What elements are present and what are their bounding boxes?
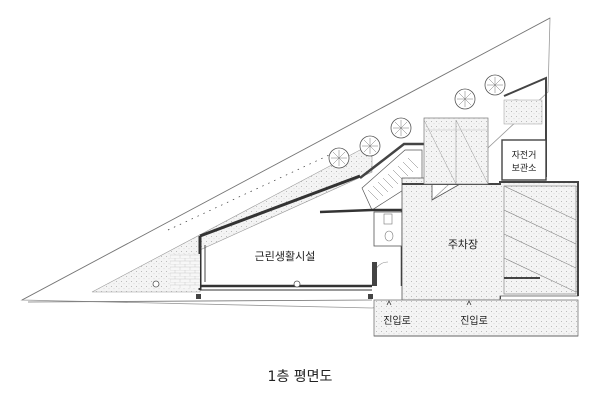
restroom (373, 211, 403, 277)
brick-paving (170, 254, 200, 288)
bike-storage (501, 76, 547, 181)
tree (484, 74, 506, 96)
tree (390, 117, 412, 139)
entrance-label: 진입로 (383, 314, 411, 327)
retail-label: 근린생활시설 (255, 249, 316, 263)
tree (328, 147, 350, 169)
bike-storage-label-line2: 보관소 (512, 163, 537, 174)
tree (454, 88, 476, 110)
entrance-label: 진입로 (460, 314, 488, 327)
drawing-caption: 1층 평면도 (267, 369, 333, 385)
stair-core (359, 142, 424, 211)
parking-stalls (503, 185, 577, 319)
floor-drains (152, 280, 301, 288)
bike-storage-label-line1: 자전거 (512, 150, 537, 161)
tree (359, 135, 381, 157)
entrance-zone (373, 299, 579, 337)
parking-label: 주차장 (448, 238, 478, 251)
